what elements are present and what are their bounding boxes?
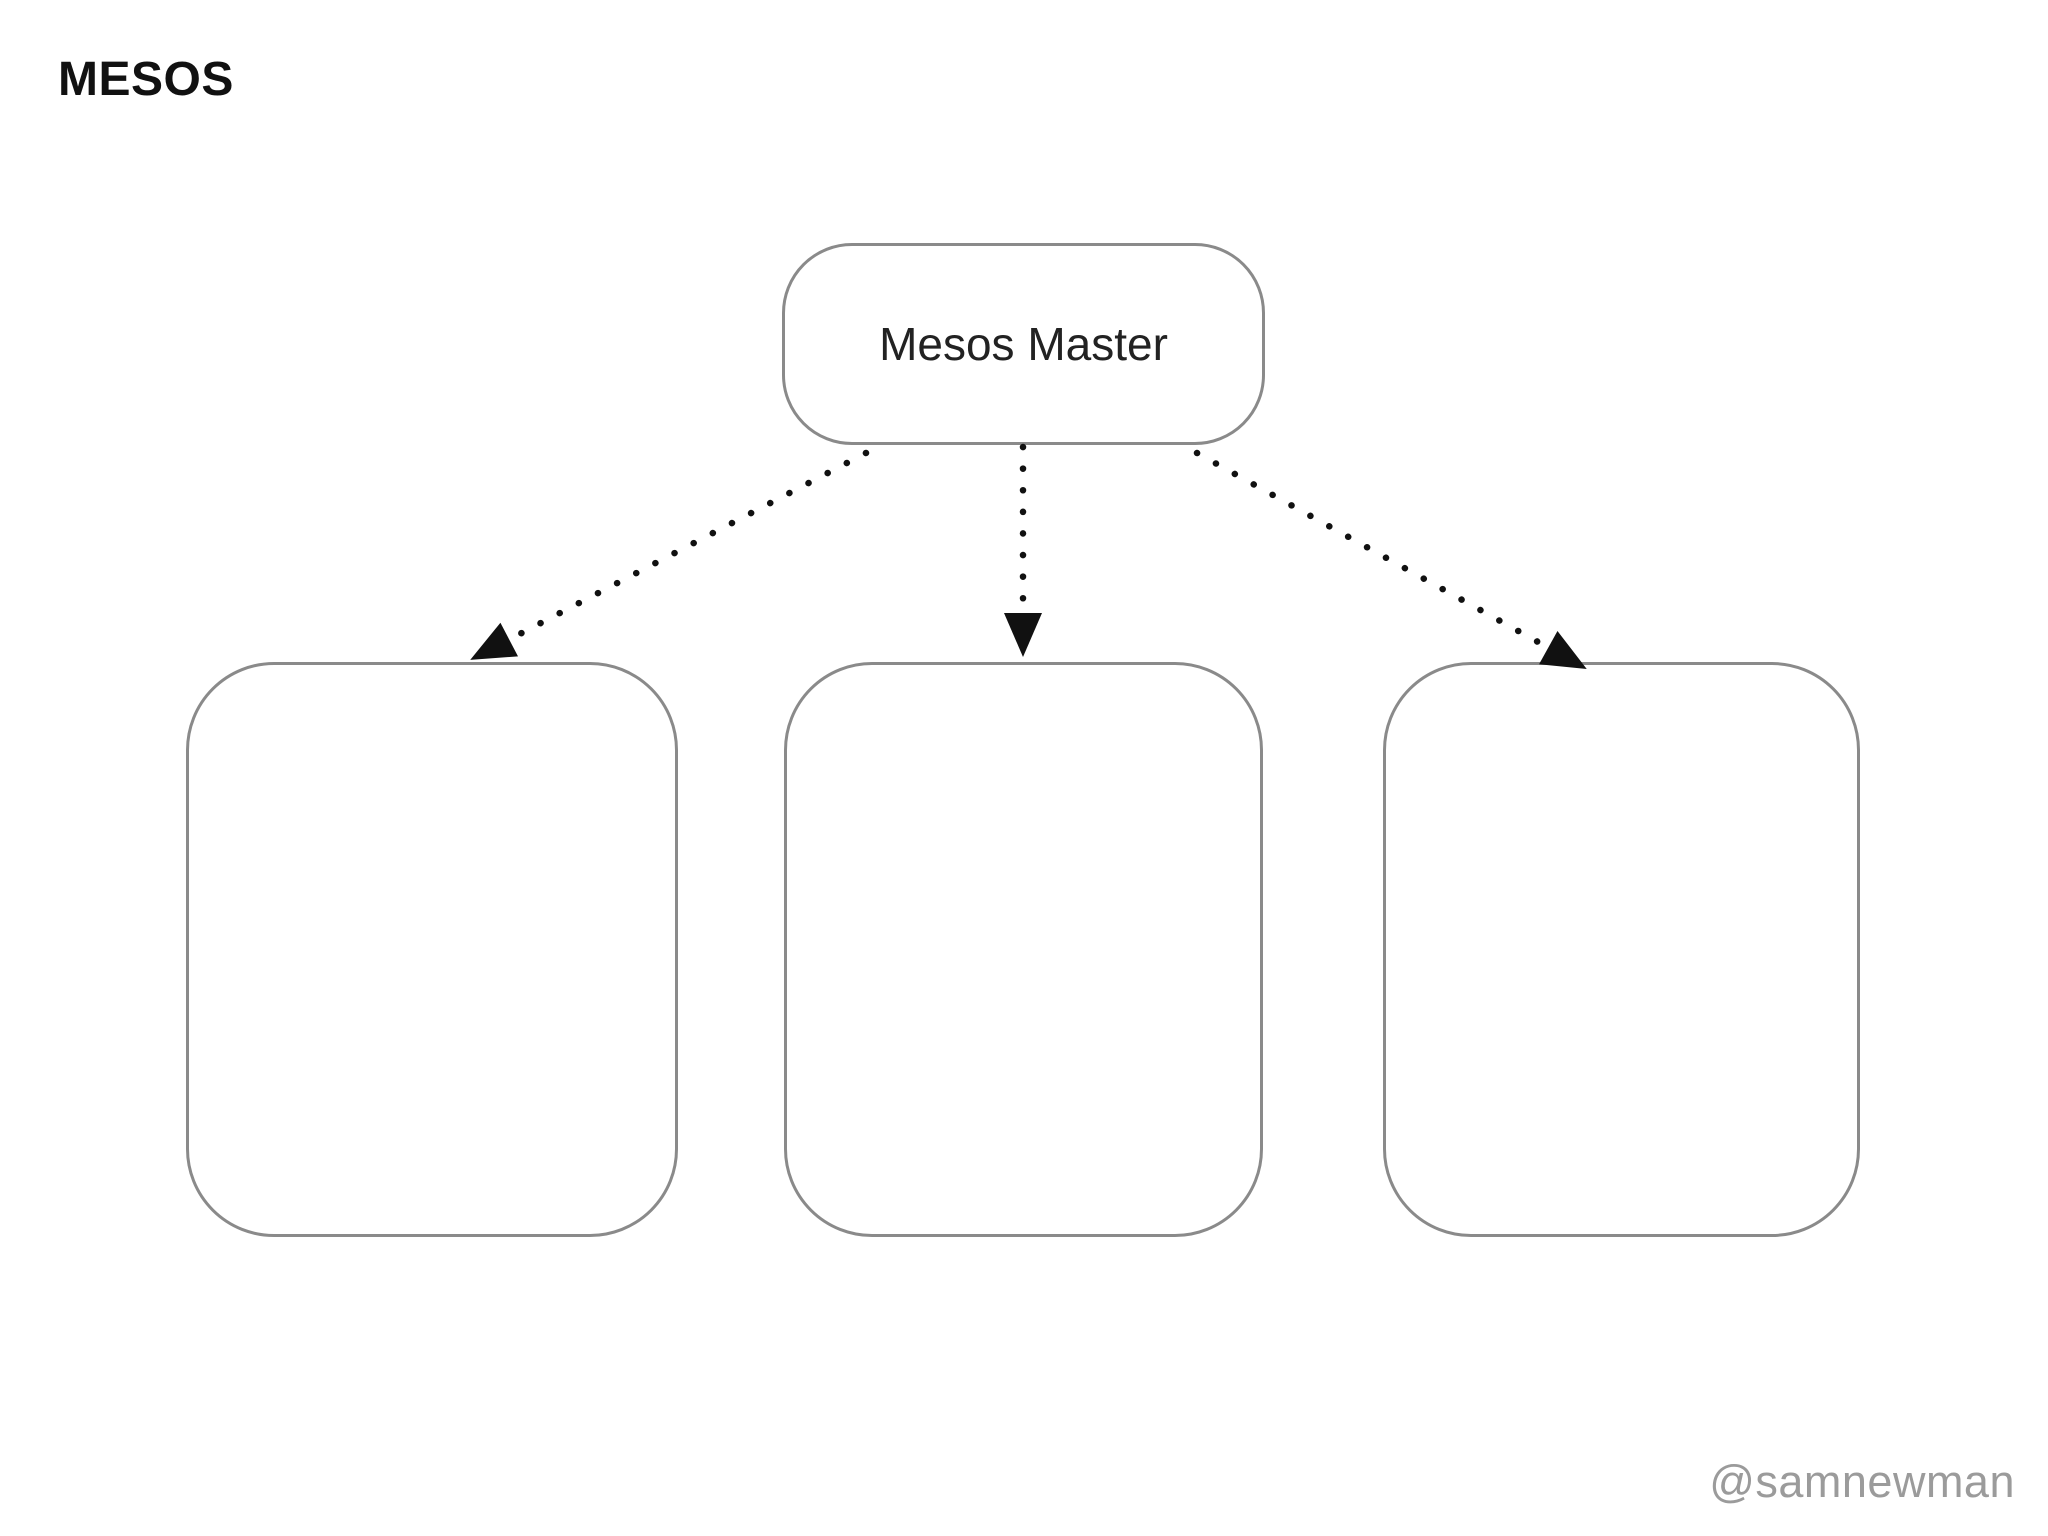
node-mesos-master-label: Mesos Master xyxy=(879,318,1168,370)
node-worker-1 xyxy=(186,662,678,1237)
edge-master-to-worker-3 xyxy=(1193,449,1589,672)
slide-title: MESOS xyxy=(58,53,234,106)
watermark-author-handle: @samnewman xyxy=(1709,1456,2015,1507)
node-worker-3 xyxy=(1383,662,1860,1237)
edge-master-to-worker-1 xyxy=(468,449,870,663)
node-mesos-master: Mesos Master xyxy=(782,243,1265,445)
node-worker-2 xyxy=(784,662,1263,1237)
